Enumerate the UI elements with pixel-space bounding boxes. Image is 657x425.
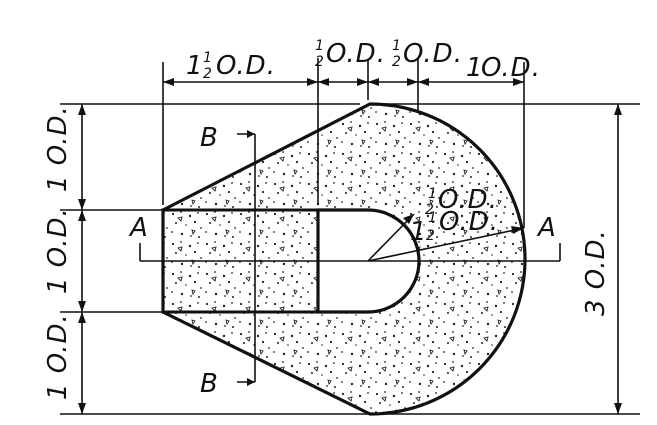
- right-dim-label: 3 O.D.: [581, 229, 611, 316]
- arrowhead-top-3: [318, 78, 329, 86]
- arrowhead-top-8: [513, 78, 524, 86]
- arrowhead-b-top: [247, 130, 255, 138]
- outer-radius-label: 1 1 2 O.D.: [410, 207, 499, 247]
- svg-text:1: 1: [428, 210, 437, 226]
- left-dim-label-bottom: 1 O.D.: [43, 313, 73, 400]
- svg-text:2: 2: [425, 202, 434, 218]
- svg-text:O.D.: O.D.: [326, 39, 386, 69]
- arrowhead-b-bottom: [247, 378, 255, 386]
- arrowhead-left-2: [78, 199, 86, 210]
- svg-text:1: 1: [203, 50, 212, 66]
- arrowhead-left-5: [78, 312, 86, 323]
- arrowhead-left-3: [78, 210, 86, 221]
- top-dim-label-1: 1 1 2 O.D.: [186, 50, 276, 82]
- svg-text:1: 1: [315, 38, 324, 54]
- svg-text:1: 1: [392, 38, 401, 54]
- arrowhead-left-6: [78, 403, 86, 414]
- svg-text:2: 2: [203, 66, 212, 82]
- arrowhead-top-6: [407, 78, 418, 86]
- section-label-b-bottom: B: [200, 369, 218, 399]
- left-dim-label-middle: 1 O.D.: [43, 207, 73, 294]
- section-label-a-left: A: [128, 213, 148, 243]
- arrowhead-top-7: [418, 78, 429, 86]
- arrowhead-inner-radius: [403, 214, 414, 224]
- top-dim-label-2: 1 2 O.D.: [315, 38, 386, 70]
- arrowhead-right-top: [614, 104, 622, 115]
- svg-text:O.D.: O.D.: [439, 207, 499, 237]
- arrowhead-right-bottom: [614, 403, 622, 414]
- svg-text:2: 2: [392, 54, 401, 70]
- arrowhead-top-5: [368, 78, 379, 86]
- svg-text:O.D.: O.D.: [438, 185, 498, 215]
- svg-text:2: 2: [315, 54, 324, 70]
- arrowhead-top-1: [163, 78, 174, 86]
- top-dim-label-4: 1 O.D.: [466, 53, 541, 83]
- top-dim-label-3: 1 2 O.D.: [392, 38, 463, 70]
- svg-text:2: 2: [426, 228, 435, 244]
- left-dim-label-top: 1 O.D.: [43, 105, 73, 192]
- svg-text:1: 1: [186, 51, 204, 81]
- arrowhead-left-4: [78, 301, 86, 312]
- svg-text:O.D.: O.D.: [403, 39, 463, 69]
- arrowhead-top-4: [357, 78, 368, 86]
- svg-text:O.D.: O.D.: [481, 53, 541, 83]
- svg-text:1: 1: [410, 217, 428, 247]
- radius-line-inner: [367, 213, 415, 262]
- svg-text:1: 1: [428, 186, 437, 202]
- radius-line-outer: [367, 227, 525, 262]
- svg-text:1: 1: [466, 53, 484, 83]
- section-label-b-top: B: [200, 123, 218, 153]
- inner-radius-label: 1 2 O.D.: [425, 185, 498, 218]
- svg-text:O.D.: O.D.: [216, 51, 276, 81]
- arrowhead-left-1: [78, 104, 86, 115]
- arrowhead-top-2: [307, 78, 318, 86]
- section-label-a-right: A: [536, 213, 556, 243]
- arrowhead-outer-radius: [511, 226, 524, 234]
